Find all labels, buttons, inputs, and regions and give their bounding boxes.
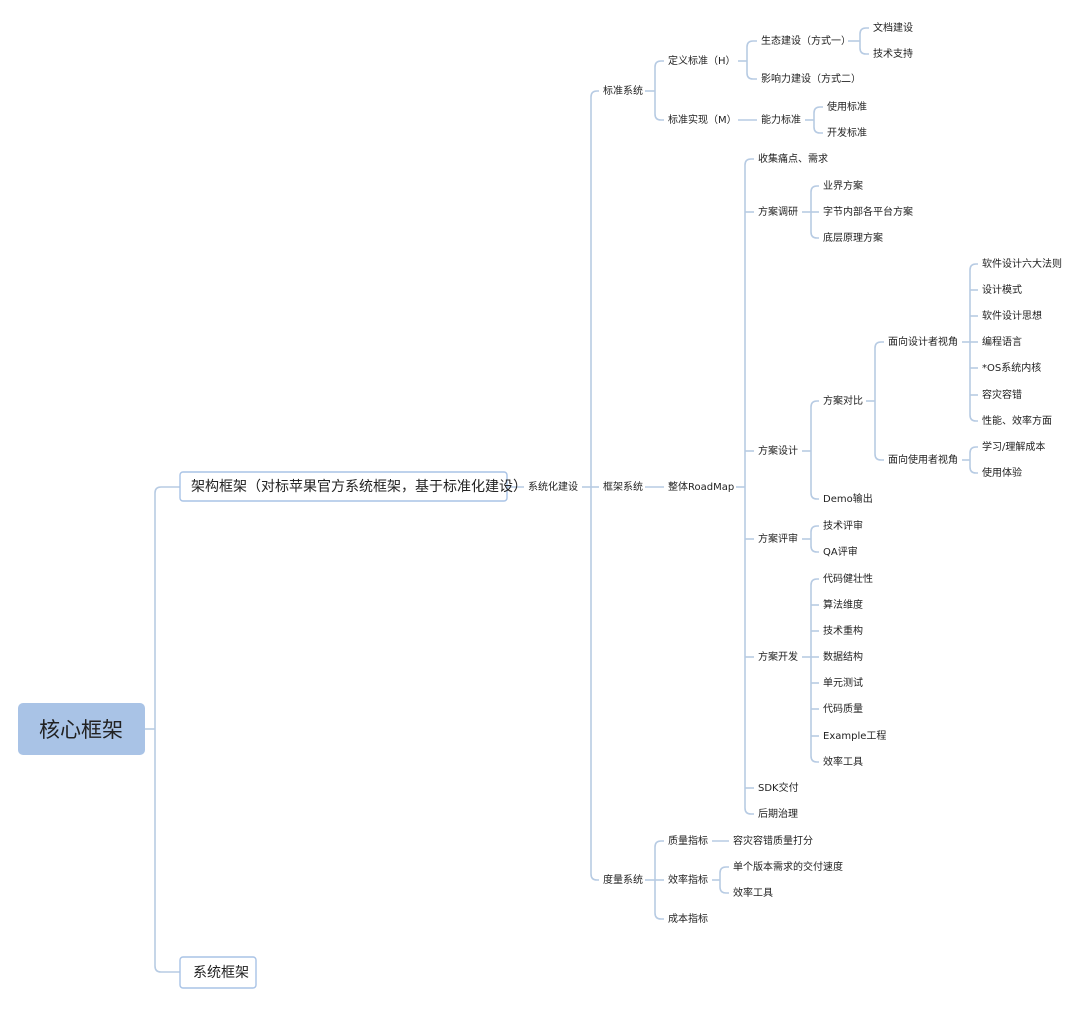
node-sdk[interactable]: SDK交付 — [758, 781, 799, 794]
root-node-box — [18, 703, 145, 755]
node-industry[interactable]: 业界方案 — [823, 179, 863, 192]
node-data-struct[interactable]: 数据结构 — [823, 650, 863, 663]
node-research[interactable]: 方案调研 — [758, 205, 798, 218]
branch-arch-box — [179, 471, 508, 502]
connector-line — [810, 400, 819, 408]
node-perf[interactable]: 性能、效率方面 — [982, 414, 1052, 427]
node-bytedance[interactable]: 字节内部各平台方案 — [823, 205, 913, 218]
node-influence[interactable]: 影响力建设（方式二） — [761, 72, 861, 85]
connector-line — [969, 414, 978, 422]
connector-line — [810, 185, 819, 193]
node-underlying[interactable]: 底层原理方案 — [823, 231, 883, 244]
node-compare[interactable]: 方案对比 — [823, 394, 863, 407]
node-thinking[interactable]: 软件设计思想 — [982, 309, 1042, 322]
node-std-sys[interactable]: 标准系统 — [603, 84, 643, 97]
node-labels: 系统化建设 标准系统 框架系统 度量系统 定义标准（H） 标准实现（M） 生态建… — [528, 21, 1062, 925]
node-eff-tool-m[interactable]: 效率工具 — [733, 886, 773, 899]
node-unit-test[interactable]: 单元测试 — [823, 676, 863, 689]
connector-line — [969, 263, 978, 271]
connector-line — [969, 446, 978, 454]
node-language[interactable]: 编程语言 — [982, 335, 1022, 348]
connector-line — [746, 72, 757, 80]
connector-line — [810, 231, 819, 239]
connector-line — [874, 453, 884, 461]
node-doc[interactable]: 文档建设 — [873, 21, 913, 34]
node-develop[interactable]: 方案开发 — [758, 650, 798, 663]
node-design[interactable]: 方案设计 — [758, 444, 798, 457]
connector-line — [969, 466, 978, 474]
node-cost-idx[interactable]: 成本指标 — [668, 912, 708, 925]
node-use-std[interactable]: 使用标准 — [827, 100, 867, 113]
node-example[interactable]: Example工程 — [823, 730, 886, 742]
connector-line — [810, 492, 819, 500]
root-node-label: 核心框架 — [39, 718, 123, 742]
node-review[interactable]: 方案评审 — [758, 532, 798, 545]
branch-sys-box — [179, 956, 257, 989]
node-os-kernel[interactable]: *OS系统内核 — [982, 361, 1041, 374]
node-eff-idx[interactable]: 效率指标 — [668, 873, 708, 886]
connector-line — [590, 90, 599, 98]
node-impl-std[interactable]: 标准实现（M） — [668, 113, 737, 126]
node-def-std[interactable]: 定义标准（H） — [668, 54, 736, 67]
connector-line — [719, 886, 729, 894]
connector-line — [654, 912, 664, 920]
connector-line — [654, 113, 664, 121]
branch-arch[interactable]: 架构框架（对标苹果官方系统框架，基于标准化建设） — [179, 471, 527, 502]
connector-line — [744, 158, 754, 166]
node-six-rules[interactable]: 软件设计六大法则 — [982, 257, 1062, 270]
connector-line — [813, 106, 823, 114]
node-experience[interactable]: 使用体验 — [982, 466, 1022, 479]
node-refactor[interactable]: 技术重构 — [823, 624, 863, 637]
connector-line — [810, 545, 819, 553]
connector-line — [154, 486, 180, 494]
node-code-quality[interactable]: 代码质量 — [823, 703, 863, 715]
connector-lines — [145, 27, 978, 973]
node-patterns[interactable]: 设计模式 — [982, 283, 1022, 296]
node-algo[interactable]: 算法维度 — [823, 598, 863, 611]
connector-line — [859, 27, 869, 35]
node-dev-std[interactable]: 开发标准 — [827, 126, 867, 139]
node-maintain[interactable]: 后期治理 — [758, 807, 798, 820]
node-eco[interactable]: 生态建设（方式一） — [761, 34, 851, 47]
connector-line — [810, 755, 819, 763]
connector-line — [654, 60, 664, 68]
node-roadmap[interactable]: 整体RoadMap — [668, 480, 734, 493]
connector-line — [590, 873, 599, 881]
node-eff-tool-dev[interactable]: 效率工具 — [823, 755, 863, 768]
node-fault-tol[interactable]: 容灾容错 — [982, 388, 1022, 401]
branch-sys[interactable]: 系统框架 — [179, 956, 257, 989]
node-stdization[interactable]: 系统化建设 — [528, 480, 578, 493]
node-tech-support[interactable]: 技术支持 — [873, 47, 913, 60]
connector-line — [744, 807, 754, 815]
branch-sys-label: 系统框架 — [193, 965, 249, 981]
node-quality-score[interactable]: 容灾容错质量打分 — [733, 834, 813, 847]
root-node[interactable]: 核心框架 — [18, 703, 145, 755]
node-learn-cost[interactable]: 学习/理解成本 — [982, 440, 1045, 453]
connector-line — [654, 840, 664, 848]
node-delivery-speed[interactable]: 单个版本需求的交付速度 — [733, 860, 843, 873]
node-quality-idx[interactable]: 质量指标 — [668, 834, 708, 847]
node-user-view[interactable]: 面向使用者视角 — [888, 453, 958, 466]
node-ability-std[interactable]: 能力标准 — [761, 113, 801, 126]
connector-line — [719, 866, 729, 874]
node-frame-sys[interactable]: 框架系统 — [603, 480, 643, 493]
connector-line — [810, 578, 819, 586]
connector-line — [810, 525, 819, 533]
branch-arch-label: 架构框架（对标苹果官方系统框架，基于标准化建设） — [191, 478, 527, 495]
connector-line — [813, 126, 823, 134]
connector-line — [154, 965, 180, 973]
connector-line — [874, 341, 884, 349]
node-measure-sys[interactable]: 度量系统 — [603, 873, 643, 886]
node-tech-review[interactable]: 技术评审 — [823, 519, 863, 532]
connector-line — [859, 47, 869, 55]
connector-line — [746, 40, 757, 48]
node-qa-review[interactable]: QA评审 — [823, 545, 858, 558]
node-collect[interactable]: 收集痛点、需求 — [758, 152, 828, 165]
node-demo[interactable]: Demo输出 — [823, 492, 873, 505]
node-robust[interactable]: 代码健壮性 — [823, 572, 873, 585]
node-designer-view[interactable]: 面向设计者视角 — [888, 335, 958, 348]
